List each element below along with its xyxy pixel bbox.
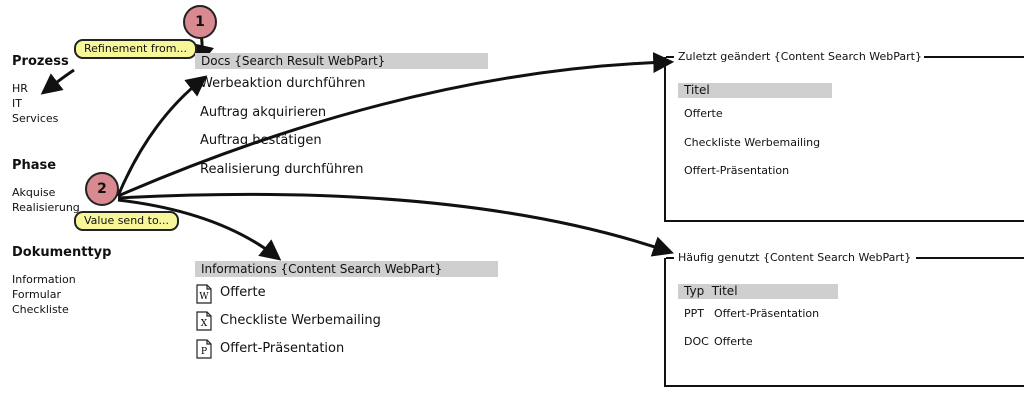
- callout-value-send: Value send to...: [74, 211, 179, 231]
- frequent-row-type: DOC: [684, 335, 709, 348]
- docs-webpart-header: Docs {Search Result WebPart}: [195, 53, 488, 69]
- recent-column-header: Titel: [678, 83, 832, 98]
- recent-item-checkliste[interactable]: Checkliste Werbemailing: [684, 136, 821, 149]
- callout-refinement: Refinement from...: [74, 39, 197, 59]
- frequent-row-title[interactable]: Offert-Präsentation: [714, 307, 820, 320]
- frequent-row-type: PPT: [684, 307, 704, 320]
- excel-doc-icon: X: [196, 311, 212, 331]
- frequent-webpart: Häufig genutzt {Content Search WebPart} …: [664, 249, 1024, 387]
- recent-item-offerte[interactable]: Offerte: [684, 107, 723, 120]
- recent-webpart: Zuletzt geändert {Content Search WebPart…: [664, 48, 1024, 222]
- filter-heading-prozess: Prozess: [12, 54, 69, 69]
- svg-text:P: P: [201, 347, 207, 357]
- filter-item-it[interactable]: IT: [12, 97, 22, 110]
- filter-heading-phase: Phase: [12, 158, 57, 173]
- frequent-webpart-title: Häufig genutzt {Content Search WebPart}: [676, 249, 914, 267]
- filter-item-realisierung[interactable]: Realisierung: [12, 201, 80, 214]
- filter-item-formular[interactable]: Formular: [12, 288, 62, 301]
- informations-webpart-header: Informations {Content Search WebPart}: [195, 261, 498, 277]
- frequent-column-header: Typ Titel: [678, 284, 838, 299]
- filter-item-akquise[interactable]: Akquise: [12, 186, 56, 199]
- info-item-offerte[interactable]: Offerte: [220, 285, 266, 300]
- badge-2: 2: [85, 172, 119, 206]
- docs-item-realisierung[interactable]: Realisierung durchführen: [200, 162, 364, 177]
- arrow-to-docs: [116, 75, 208, 197]
- recent-webpart-title: Zuletzt geändert {Content Search WebPart…: [676, 48, 924, 66]
- arrow-to-zuletzt: [117, 52, 675, 198]
- powerpoint-doc-icon: P: [196, 339, 212, 359]
- arrow-refinement-to-prozess: [40, 68, 75, 95]
- docs-item-auftrag-akquirieren[interactable]: Auftrag akquirieren: [200, 105, 327, 120]
- docs-item-werbeaktion[interactable]: Werbeaktion durchführen: [200, 76, 366, 91]
- word-doc-icon: W: [196, 284, 212, 304]
- filter-item-information[interactable]: Information: [12, 273, 76, 286]
- badge-1: 1: [183, 5, 217, 39]
- svg-text:X: X: [201, 319, 208, 329]
- recent-item-praesentation[interactable]: Offert-Präsentation: [684, 164, 790, 177]
- filter-heading-dokumenttyp: Dokumenttyp: [12, 245, 112, 260]
- filter-item-checkliste[interactable]: Checkliste: [12, 303, 69, 316]
- docs-webpart-title: Docs {Search Result WebPart}: [201, 54, 386, 68]
- info-item-checkliste[interactable]: Checkliste Werbemailing: [220, 313, 381, 328]
- docs-item-auftrag-bestaetigen[interactable]: Auftrag bestätigen: [200, 133, 322, 148]
- frequent-column-typ-titel: Typ Titel: [684, 284, 738, 298]
- informations-webpart-title: Informations {Content Search WebPart}: [201, 262, 443, 276]
- svg-text:W: W: [199, 292, 209, 302]
- filter-item-hr[interactable]: HR: [12, 82, 28, 95]
- recent-column-titel: Titel: [684, 83, 710, 97]
- arrow-to-informations: [117, 198, 282, 261]
- filter-item-services[interactable]: Services: [12, 112, 59, 125]
- arrow-to-haeufig: [117, 192, 674, 257]
- frequent-row-title[interactable]: Offerte: [714, 335, 753, 348]
- info-item-praesentation[interactable]: Offert-Präsentation: [220, 341, 345, 356]
